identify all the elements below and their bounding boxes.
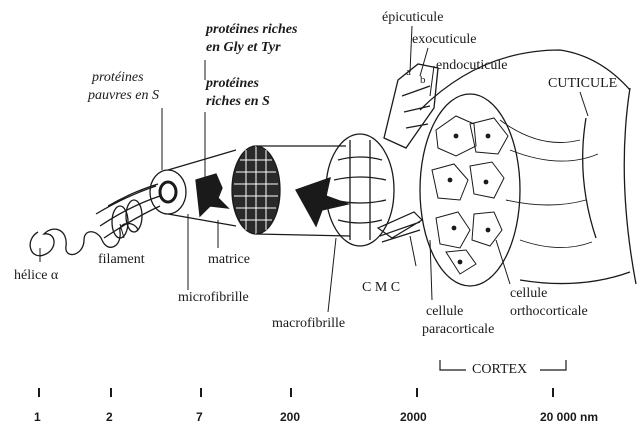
label-cellule-orthocorticale-line2: orthocorticale [510,304,588,320]
scale-label-7: 7 [196,410,203,424]
label-cmc: C M C [362,280,400,296]
label-proteines-pauvres-line2: pauvres en S [88,88,159,104]
label-epicuticule: épicuticule [382,10,443,26]
scale-label-2: 2 [106,410,113,424]
label-exocuticule: exocuticule [412,32,477,48]
label-macrofibrille: macrofibrille [272,316,345,332]
scale-label-20000: 20 000 nm [540,410,598,424]
label-endocuticule: endocuticule [436,58,508,74]
scale-label-1: 1 [34,410,41,424]
label-proteines-riches-s-line1: protéines [206,76,259,92]
label-proteines-gly-tyr-line1: protéines riches [206,22,297,38]
label-filament: filament [98,252,145,268]
label-proteines-pauvres-line1: protéines [92,70,144,86]
scale-label-200: 200 [280,410,300,424]
scale-label-2000: 2000 [400,410,427,424]
label-matrice: matrice [208,252,250,268]
label-proteines-gly-tyr-line2: en Gly et Tyr [206,40,281,56]
scale-tick-20000 [552,388,554,397]
scale-tick-2000 [416,388,418,397]
label-cuticule: CUTICULE [548,76,617,92]
label-helice-alpha: hélice α [14,268,58,284]
alpha-helix-drawing [30,223,138,255]
microfibril-core [196,174,228,216]
scale-tick-200 [290,388,292,397]
macrofibril-disc [326,134,394,246]
label-proteines-riches-s-line2: riches en S [206,94,270,110]
scale-tick-2 [110,388,112,397]
cortex-cross-section [420,94,520,286]
label-b: b [420,72,426,88]
label-microfibrille: microfibrille [178,290,249,306]
label-a: a [406,64,411,80]
scale-tick-1 [38,388,40,397]
label-cellule-paracorticale-line1: cellule [426,304,463,320]
cuticle-scales [384,64,438,148]
cmc-lamellae [378,212,422,242]
label-cellule-orthocorticale-line1: cellule [510,286,547,302]
label-cellule-paracorticale-line2: paracorticale [422,322,494,338]
label-cortex: CORTEX [472,362,527,378]
protofibril-disc [150,170,186,214]
macrofibril-core [296,178,348,226]
scale-tick-7 [200,388,202,397]
